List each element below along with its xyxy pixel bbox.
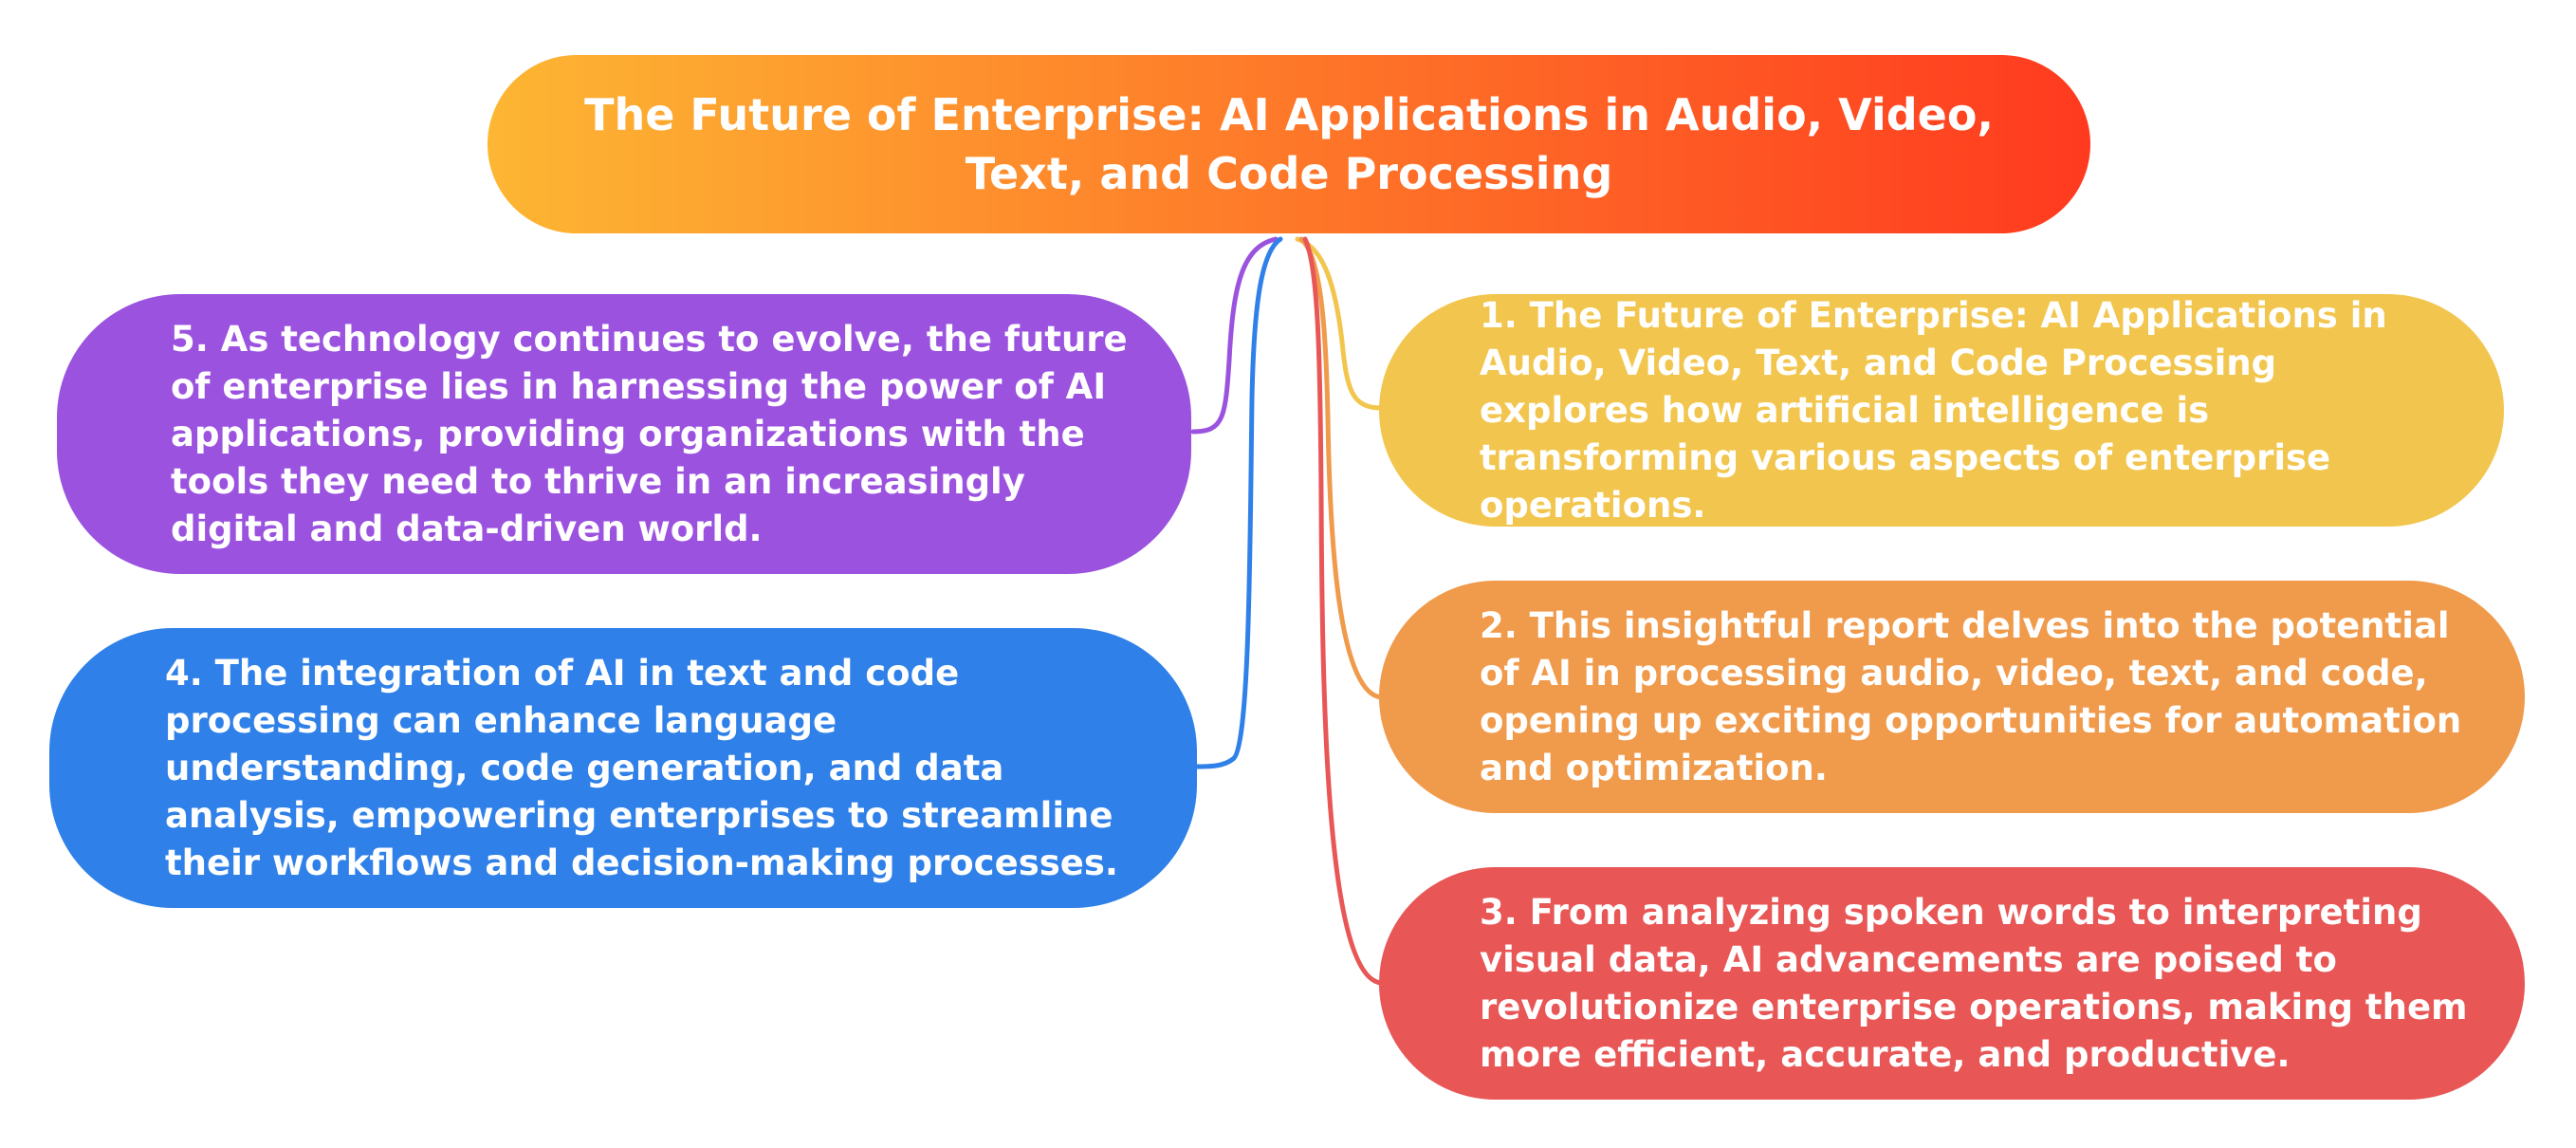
connector-topic-5: [1190, 236, 1279, 435]
topic-1-text: 1. The Future of Enterprise: AI Applicat…: [1480, 294, 2387, 526]
topic-3-text: 3. From analyzing spoken words to interp…: [1480, 891, 2468, 1075]
topic-4-text: 4. The integration of AI in text and cod…: [165, 652, 1118, 883]
connector-topic-2: [1298, 236, 1384, 700]
topic-2-text: 2. This insightful report delves into th…: [1480, 604, 2462, 788]
topic-4-node[interactable]: 4. The integration of AI in text and cod…: [49, 628, 1197, 908]
root-topic-label: The Future of Enterprise: AI Application…: [584, 89, 1994, 199]
topic-5-node[interactable]: 5. As technology continues to evolve, th…: [57, 294, 1191, 574]
topic-1-node[interactable]: 1. The Future of Enterprise: AI Applicat…: [1379, 294, 2504, 527]
connector-topic-4: [1194, 236, 1283, 769]
topic-5-text: 5. As technology continues to evolve, th…: [171, 318, 1128, 549]
root-topic[interactable]: The Future of Enterprise: AI Application…: [488, 55, 2090, 233]
connector-topic-1: [1295, 236, 1384, 411]
connector-topic-3: [1302, 236, 1384, 986]
topic-2-node[interactable]: 2. This insightful report delves into th…: [1379, 581, 2525, 813]
topic-3-node[interactable]: 3. From analyzing spoken words to interp…: [1379, 867, 2525, 1100]
